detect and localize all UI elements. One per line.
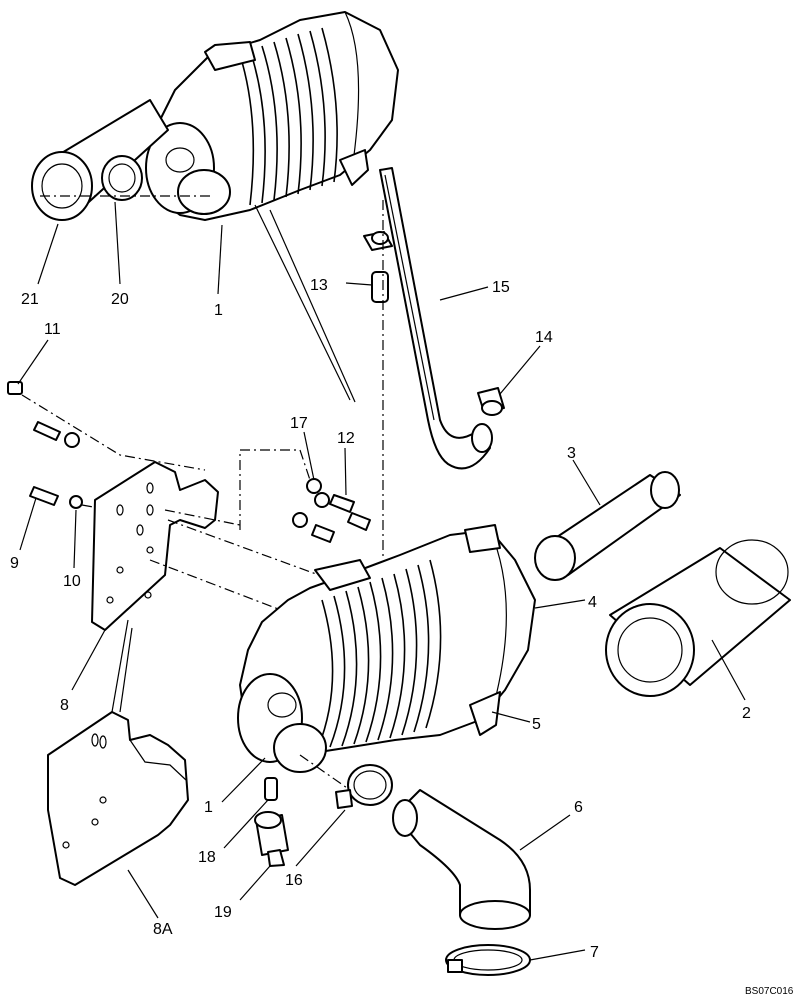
callout-17: 17 [290, 415, 308, 432]
valve-19 [254, 811, 289, 867]
leader-8 [71, 629, 106, 691]
leader-18 [223, 799, 269, 849]
clamp-16 [335, 764, 393, 809]
leader-3 [572, 459, 601, 506]
leader-8A [127, 869, 159, 919]
hardware-12-17 [292, 478, 371, 543]
callout-19: 19 [214, 904, 232, 921]
fitting-14 [477, 387, 505, 416]
leader-2 [711, 639, 746, 701]
upper-air-cleaner-assembly [31, 11, 399, 221]
callout-6: 6 [574, 799, 583, 816]
bracket-8a [47, 711, 189, 886]
callout-4: 4 [588, 594, 597, 611]
callout-21: 21 [21, 291, 39, 308]
leader-4 [534, 599, 586, 609]
callout-10: 10 [63, 573, 81, 590]
hardware-11 [7, 339, 206, 471]
leader-6 [519, 814, 571, 851]
callout-8a: 8A [153, 921, 173, 938]
leader-12-b [269, 209, 356, 403]
clamp-7 [445, 944, 531, 976]
callout-9: 9 [10, 555, 19, 572]
callout-13: 13 [310, 277, 328, 294]
leader-14 [499, 345, 541, 395]
callout-7: 7 [590, 944, 599, 961]
callout-18: 18 [198, 849, 216, 866]
leader-20 [114, 201, 121, 285]
leader-13 [345, 282, 373, 286]
leader-1a [217, 224, 223, 295]
leader-19 [239, 865, 271, 901]
leader-8-c [119, 627, 133, 713]
outer-filter-2 [605, 539, 791, 697]
leader-5 [491, 711, 531, 723]
callout-1-lower: 1 [204, 799, 213, 816]
leader-16 [295, 809, 346, 867]
leader-15 [439, 286, 489, 301]
callout-5: 5 [532, 716, 541, 733]
callout-12: 12 [337, 430, 355, 447]
leader-12-a [254, 204, 351, 401]
leader-17 [303, 431, 315, 481]
lower-air-cleaner-assembly [237, 524, 536, 773]
leader-1b [221, 757, 266, 803]
leader-21 [37, 223, 59, 285]
leader-8-b [111, 619, 129, 713]
leader-10 [73, 509, 77, 569]
drawing-code: BS07C016 [745, 986, 794, 997]
elbow-hose-6 [392, 789, 531, 930]
inner-filter-3 [534, 471, 681, 581]
valve-18 [264, 777, 278, 801]
callout-16: 16 [285, 872, 303, 889]
bracket-8 [91, 461, 219, 631]
callout-15: 15 [492, 279, 510, 296]
leader-7 [529, 949, 586, 961]
fitting-13 [363, 231, 393, 303]
callout-1-upper: 1 [214, 302, 223, 319]
callout-2: 2 [742, 705, 751, 722]
callout-8: 8 [60, 697, 69, 714]
bolt-and-washer-upper [33, 421, 80, 448]
leader-9 [19, 497, 37, 551]
vacuator-hose-15 [379, 167, 493, 470]
callout-20: 20 [111, 291, 129, 308]
callout-14: 14 [535, 329, 553, 346]
callout-11: 11 [44, 321, 61, 338]
callout-3: 3 [567, 445, 576, 462]
leader-12 [344, 447, 347, 496]
